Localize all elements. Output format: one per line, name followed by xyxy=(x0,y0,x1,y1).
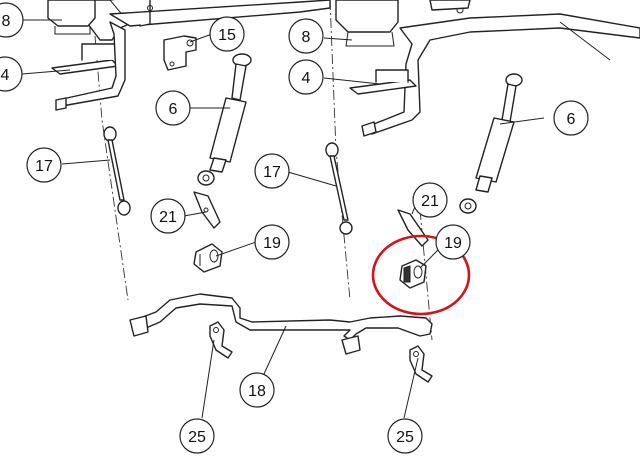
callout-label: 8 xyxy=(302,29,311,46)
callout-label: 8 xyxy=(2,13,11,30)
callout-17-left: 17 xyxy=(26,147,62,183)
frame-crossmember xyxy=(109,0,331,27)
clamp-part-25-left xyxy=(209,321,233,359)
callout-label: 4 xyxy=(302,70,311,87)
spring-seat-right xyxy=(349,69,417,95)
callout-19-right: 19 xyxy=(435,224,471,260)
callout-label: 17 xyxy=(35,158,53,175)
centerline-left xyxy=(91,0,129,301)
callout-label: 21 xyxy=(421,193,439,210)
callout-6-right: 6 xyxy=(553,100,589,136)
leaf-spring-left xyxy=(55,21,126,111)
stabilizer-bar xyxy=(129,293,433,355)
callout-label: 25 xyxy=(188,429,206,446)
clamp-part-25-right xyxy=(409,345,433,383)
link-rod-left xyxy=(103,126,131,216)
callout-4-right: 4 xyxy=(288,59,324,95)
callout-8-right: 8 xyxy=(288,18,324,54)
bushing-part-19-right xyxy=(399,259,427,289)
callout-8-left: 8 xyxy=(0,2,24,38)
callout-label: 19 xyxy=(263,235,281,252)
callout-25-left: 25 xyxy=(179,418,215,454)
callout-label: 25 xyxy=(396,429,414,446)
callout-21-left: 21 xyxy=(150,198,186,234)
shock-absorber-right xyxy=(459,73,523,214)
bracket-part-15 xyxy=(163,35,197,71)
highlight-circle xyxy=(371,234,471,316)
frame-rail-right xyxy=(361,0,640,137)
callout-label: 15 xyxy=(218,27,236,44)
callout-15: 15 xyxy=(209,16,245,52)
spring-seat-left xyxy=(51,43,119,75)
callout-label: 17 xyxy=(263,164,281,181)
callout-label: 18 xyxy=(248,383,266,400)
bushing-part-19-left xyxy=(193,243,223,273)
callout-4-left: 4 xyxy=(0,56,23,92)
shock-absorber-left xyxy=(197,53,252,186)
callout-label: 4 xyxy=(1,67,10,84)
callout-label: 6 xyxy=(567,111,576,128)
callout-21-right: 21 xyxy=(412,182,448,218)
callout-18: 18 xyxy=(239,372,275,408)
air-spring-left xyxy=(47,0,96,35)
link-rod-right xyxy=(325,142,353,235)
callout-label: 6 xyxy=(169,101,178,118)
bracket-part-21-left xyxy=(193,191,221,229)
callout-label: 21 xyxy=(159,209,177,226)
callout-6-left: 6 xyxy=(155,90,191,126)
air-spring-right xyxy=(335,0,399,47)
callout-label: 19 xyxy=(444,235,462,252)
callout-25-right: 25 xyxy=(387,418,423,454)
callout-17-right: 17 xyxy=(254,153,290,189)
callout-19-left: 19 xyxy=(254,224,290,260)
leader-lines xyxy=(21,19,545,419)
